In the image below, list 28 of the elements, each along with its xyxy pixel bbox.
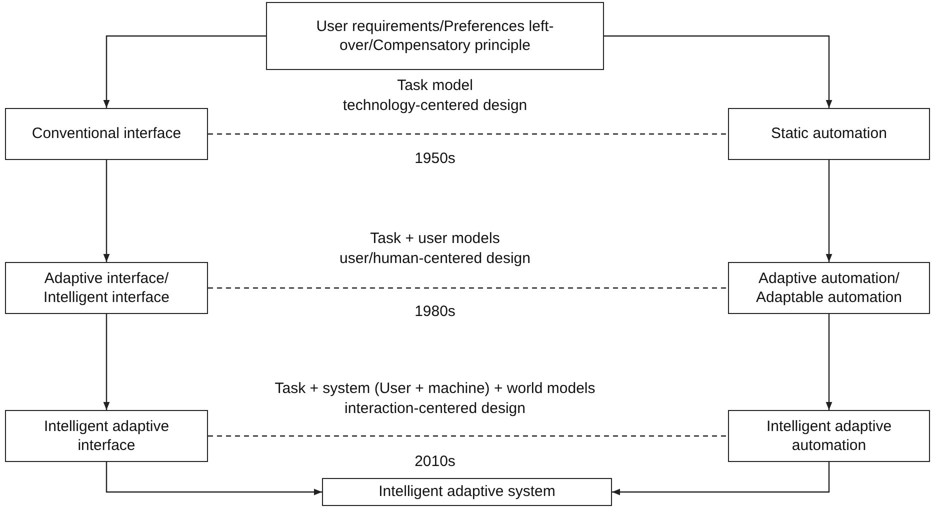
arrow	[103, 160, 110, 262]
process-box: Intelligent adaptive interface	[5, 410, 208, 462]
process-box: User requirements/Preferences left-over/Compensatory principle	[266, 2, 604, 70]
annotation-text: technology-centered design	[342, 97, 528, 115]
arrow	[604, 35, 832, 108]
process-box: Intelligent adaptive system	[322, 478, 612, 506]
dashed-connector	[208, 287, 728, 289]
dashed-connector	[208, 435, 728, 437]
annotation-text: 2010s	[414, 453, 456, 471]
process-box: Adaptive interface/ Intelligent interface	[5, 262, 208, 314]
arrow	[103, 35, 266, 108]
arrow	[826, 160, 832, 262]
annotation-text: 1950s	[414, 150, 456, 168]
process-box: Conventional interface	[5, 108, 208, 160]
process-box: Intelligent adaptive automation	[728, 410, 930, 462]
process-box: Static automation	[728, 108, 930, 160]
annotation-text: user/human-centered design	[340, 250, 530, 268]
annotation-text: Task + user models	[370, 230, 500, 248]
dashed-connector	[208, 133, 728, 135]
arrow	[826, 314, 832, 410]
process-box: Adaptive automation/ Adaptable automation	[728, 262, 930, 314]
arrow	[612, 462, 830, 496]
annotation-text: Task model	[397, 77, 473, 95]
annotation-text: 1980s	[414, 303, 456, 321]
annotation-text: Task + system (User + machine) + world models	[274, 380, 596, 398]
arrow	[103, 314, 110, 410]
annotation-text: interaction-centered design	[344, 400, 526, 418]
arrow	[106, 462, 322, 496]
